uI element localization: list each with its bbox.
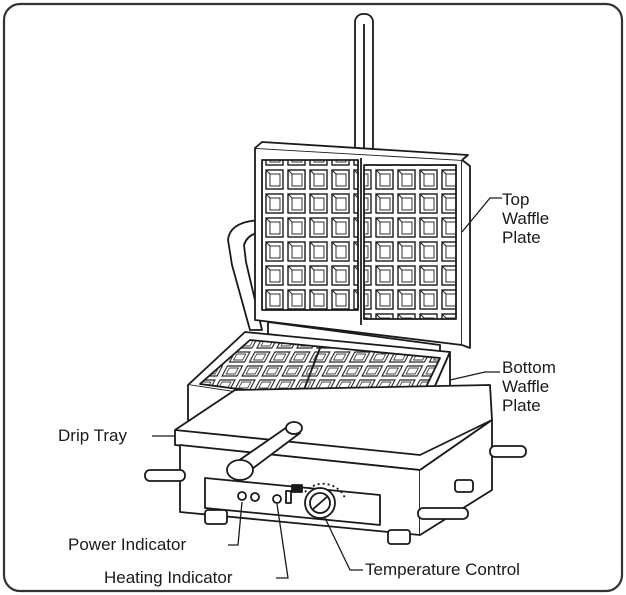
label-heating-indicator: Heating Indicator <box>104 568 233 587</box>
left-rod <box>144 469 186 482</box>
label-bottom-waffle-plate: Bottom Waffle Plate <box>502 358 556 415</box>
label-top-waffle-plate: Top Waffle Plate <box>502 190 549 247</box>
label-power-indicator: Power Indicator <box>68 535 187 554</box>
label-line: Waffle <box>502 377 550 396</box>
label-line: Waffle <box>502 209 550 228</box>
label-line: Bottom <box>502 358 556 377</box>
right-rod-top <box>489 445 527 458</box>
right-rod-bottom <box>417 507 469 520</box>
label-line: Plate <box>502 396 541 415</box>
label-line: Top <box>502 190 530 209</box>
label-drip-tray: Drip Tray <box>58 426 127 445</box>
label-line: Plate <box>502 228 541 247</box>
label-temperature-control: Temperature Control <box>365 560 520 579</box>
power-indicator-light <box>237 491 247 501</box>
heating-indicator-light <box>272 494 282 504</box>
